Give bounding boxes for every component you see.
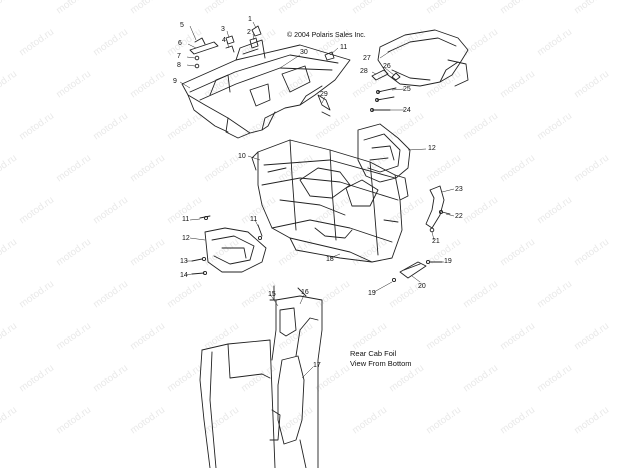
callout-11-left: 11 [182,216,190,223]
callout-30: 30 [300,49,308,56]
callout-24: 24 [403,107,411,114]
callout-27: 27 [363,55,371,62]
callout-11-mid: 11 [250,216,258,223]
caption-line-1: Rear Cab Foil [350,349,397,358]
callout-1: 1 [248,16,252,23]
left-hardware [191,215,263,276]
right-bracket [425,185,451,233]
main-frame [251,139,409,263]
copyright-notice: © 2004 Polaris Sales Inc. [287,32,366,39]
view-caption: Rear Cab Foil View From Bottom [350,349,412,369]
callout-22: 22 [455,213,463,220]
callout-2: 2 [247,29,251,36]
callout-17: 17 [313,362,321,369]
right-footwell [357,123,411,183]
callout-29: 29 [320,91,328,98]
left-footwell [204,227,267,273]
callout-18: 18 [326,256,334,263]
callout-28: 28 [360,68,368,75]
rear-cab-fender [181,39,351,139]
callout-3: 3 [221,26,225,33]
callout-19-right: 19 [444,258,452,265]
fender-hardware [189,25,335,117]
callout-5: 5 [180,22,184,29]
callout-9: 9 [173,78,177,85]
seat [377,29,469,87]
callout-25: 25 [403,86,411,93]
callout-26: 26 [383,63,391,70]
callout-19-left: 19 [368,290,376,297]
callout-15: 15 [268,291,276,298]
callout-8: 8 [177,62,181,69]
rear-cab-foil-view [199,285,323,468]
callout-13: 13 [180,258,188,265]
callout-21: 21 [432,238,440,245]
callout-4: 4 [222,37,226,44]
caption-line-2: View From Bottom [350,359,412,368]
callout-12-left: 12 [182,235,190,242]
callout-14: 14 [180,272,188,279]
callout-11-top: 11 [340,44,348,51]
callout-10: 10 [238,153,246,160]
callout-7: 7 [177,53,181,60]
callout-16: 16 [301,289,309,296]
callout-12-right: 12 [428,145,436,152]
callout-23: 23 [455,186,463,193]
callout-6: 6 [178,40,182,47]
callout-20: 20 [418,283,426,290]
